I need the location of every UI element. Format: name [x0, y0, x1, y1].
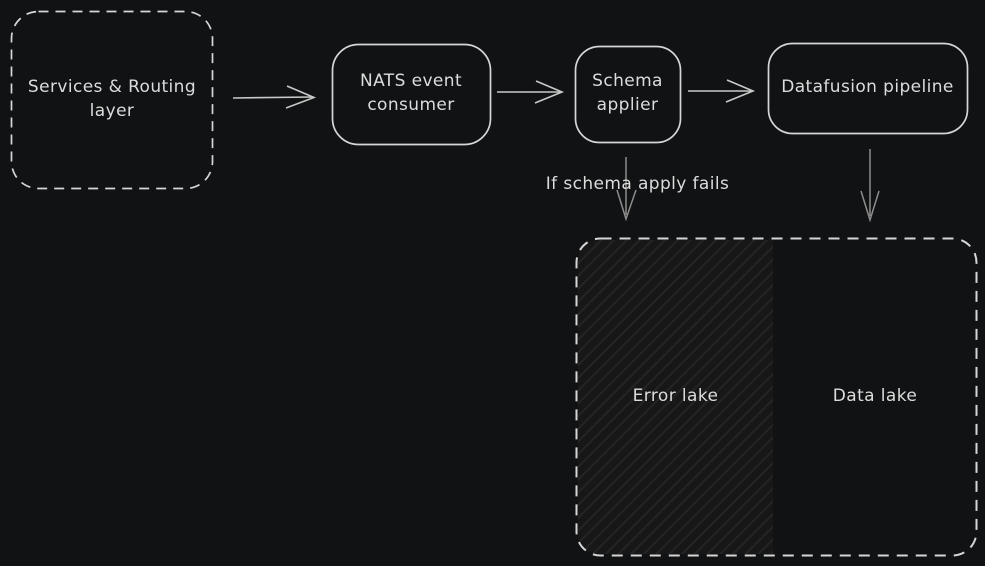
datafusion-pipeline-box — [767, 42, 969, 135]
schema-applier-box — [574, 45, 682, 144]
arrow-schema-to-error-lake — [616, 157, 637, 222]
nats-consumer-box — [331, 43, 492, 146]
arrow-nats-to-schema — [497, 80, 565, 104]
arrow-schema-to-datafusion — [688, 79, 756, 103]
arrow-services-to-nats — [232, 85, 317, 109]
lakes-container-box — [575, 237, 978, 557]
arrow-datafusion-to-data-lake — [860, 149, 880, 223]
error-lake-hatch-fill — [578, 240, 773, 554]
services-routing-box — [10, 10, 214, 190]
